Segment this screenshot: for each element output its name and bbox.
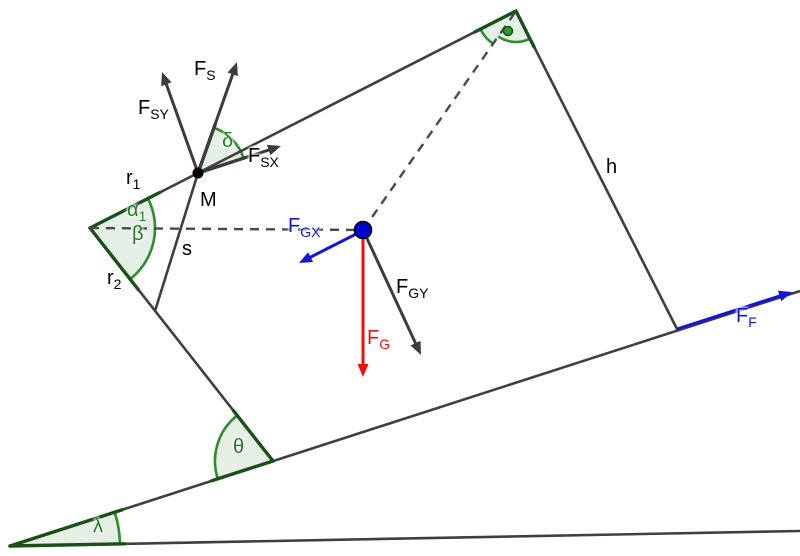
force-fg-head: [357, 364, 369, 377]
label-text: α: [127, 199, 139, 221]
point-m[interactable]: [192, 167, 204, 179]
angle-top-right-arc: [497, 35, 531, 44]
label-text: F: [396, 276, 409, 298]
label-angle-delta: δ: [222, 131, 233, 151]
label-sub: 2: [113, 276, 122, 292]
angle-top-left-edge: [473, 9, 518, 34]
label-text: F: [194, 58, 207, 80]
label-friction-force: FF: [736, 305, 757, 329]
angle-lambda-edge-ground: [8, 542, 127, 548]
angle-theta-arc: [213, 414, 238, 480]
label-text: s: [182, 238, 192, 260]
label-angle-lambda: λ: [93, 516, 103, 536]
label-point-m: M: [200, 190, 217, 210]
force-fgy-line: [362, 231, 419, 348]
label-sub: GY: [408, 285, 429, 301]
label-gravity-force-y: FGY: [396, 276, 428, 300]
force-fgy-head: [410, 340, 421, 355]
angle-theta-edge-incline: [210, 459, 275, 483]
force-fsx-head: [266, 144, 281, 156]
label-segment-r1: r1: [126, 167, 140, 191]
label-height-h: h: [606, 157, 617, 177]
label-text: r: [126, 167, 133, 189]
incline-line: [9, 289, 800, 548]
force-fs-line: [196, 69, 236, 174]
label-gravity-force: FG: [367, 327, 390, 351]
angle-beta-arc: [129, 228, 157, 281]
dashed-left-to-center: [89, 226, 364, 232]
label-text: F: [736, 305, 749, 327]
label-spring-force-y: FSY: [138, 97, 169, 121]
force-ff-head: [777, 290, 792, 302]
label-gravity-force-x: FGX: [288, 215, 320, 239]
angle-delta-arc: [213, 126, 245, 159]
label-text: M: [200, 189, 217, 211]
label-sub: G: [379, 336, 391, 352]
angle-theta-edge-body: [231, 409, 275, 463]
angle-beta-fill: [90, 228, 155, 280]
force-fgx-line: [306, 229, 363, 261]
label-spring-force-x: FSX: [248, 145, 279, 169]
point-top-angle-marker: [502, 25, 514, 37]
label-text: F: [248, 145, 261, 167]
body-edge-right: [514, 10, 680, 332]
label-angle-beta: β: [132, 224, 144, 244]
label-text: F: [138, 97, 151, 119]
label-text: θ: [233, 436, 245, 458]
angle-lambda-edge-incline: [8, 508, 124, 548]
label-text: λ: [93, 515, 103, 537]
label-text: h: [606, 156, 618, 178]
label-angle-alpha1: α1: [127, 199, 146, 223]
label-sub: S: [206, 67, 216, 83]
label-text: F: [288, 215, 301, 237]
force-fsy-line: [163, 79, 200, 174]
angle-top-left-fill: [480, 11, 516, 44]
force-ff-line: [676, 293, 784, 331]
label-text: F: [367, 327, 380, 349]
label-text: β: [132, 223, 144, 245]
label-text: r: [107, 267, 114, 289]
force-fsx-line: [197, 147, 273, 175]
label-segment-r2: r2: [107, 267, 121, 291]
label-angle-theta: θ: [233, 437, 244, 457]
force-fsy-head: [161, 72, 172, 87]
label-sub: F: [748, 314, 757, 330]
force-fgx-head: [299, 252, 314, 263]
point-center-of-gravity[interactable]: [353, 220, 373, 240]
segment-s: [153, 172, 200, 312]
label-sub: SY: [150, 106, 169, 122]
label-segment-s: s: [182, 239, 192, 259]
label-text: δ: [222, 130, 234, 152]
label-sub: 1: [132, 176, 141, 192]
label-sub: SX: [260, 154, 279, 170]
dashed-center-to-top: [362, 10, 517, 231]
force-fs-head: [227, 62, 238, 77]
angle-beta-edge: [88, 226, 140, 292]
angle-top-right-edge: [514, 9, 536, 49]
label-sub: GX: [300, 224, 321, 240]
angle-theta-fill: [215, 415, 273, 479]
label-spring-force: FS: [194, 58, 216, 82]
angle-alpha1-edge: [88, 190, 162, 230]
ground-line: [9, 529, 800, 548]
label-sub: 1: [138, 208, 147, 224]
